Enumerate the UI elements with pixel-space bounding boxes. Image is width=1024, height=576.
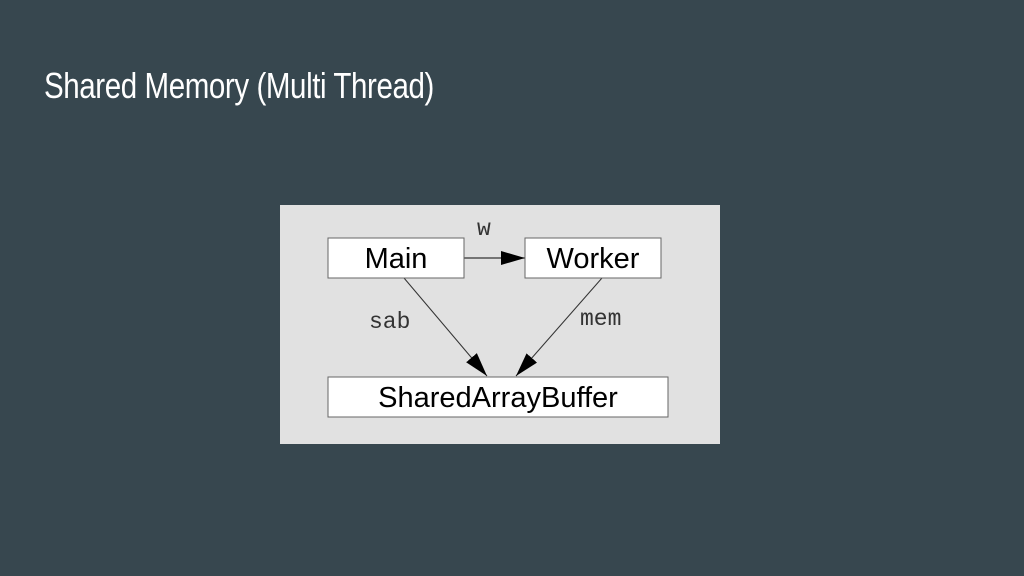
edge-main-to-shared-array-buffer (403, 277, 488, 377)
node-main-label: Main (365, 243, 428, 275)
edge-label-mem: mem (580, 306, 621, 332)
edge-label-sab: sab (369, 309, 410, 335)
node-worker: Worker (524, 237, 662, 279)
shared-memory-diagram: w sab mem Main Worker SharedArrayBuffer (280, 205, 720, 444)
diagram-canvas: w sab mem Main Worker SharedArrayBuffer (280, 205, 720, 444)
node-worker-label: Worker (547, 243, 640, 275)
node-shared-array-buffer: SharedArrayBuffer (327, 376, 669, 418)
slide-title: Shared Memory (Multi Thread) (44, 65, 434, 106)
node-main: Main (327, 237, 465, 279)
node-shared-array-buffer-label: SharedArrayBuffer (378, 382, 618, 414)
edge-worker-to-shared-array-buffer (515, 277, 603, 377)
edge-label-w: w (477, 216, 491, 242)
